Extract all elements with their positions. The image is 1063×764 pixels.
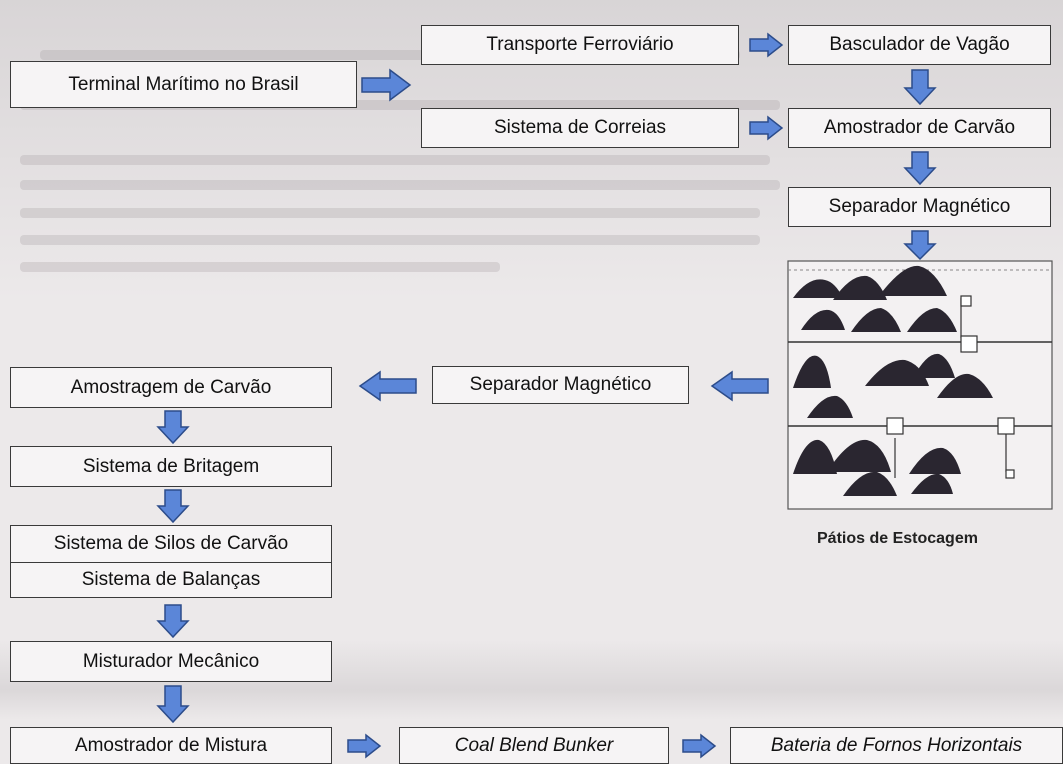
arrow-down-icon xyxy=(156,685,190,724)
stockyard-caption: Pátios de Estocagem xyxy=(817,530,978,547)
bleed-line xyxy=(20,262,500,272)
arrow-right-icon xyxy=(361,68,412,102)
bleed-line xyxy=(20,208,760,218)
rail-transport-box: Transporte Ferroviário xyxy=(421,25,739,65)
magnetic-separator-2-box: Separador Magnético xyxy=(432,366,689,404)
bleed-line xyxy=(40,50,740,60)
arrow-down-icon xyxy=(903,151,937,186)
coal-sampler-box: Amostrador de Carvão xyxy=(788,108,1051,148)
arrow-down-icon xyxy=(156,489,190,524)
magnetic-separator-1-box: Separador Magnético xyxy=(788,187,1051,227)
coal-silos-box: Sistema de Silos de Carvão xyxy=(10,525,332,563)
arrow-left-icon xyxy=(358,370,417,402)
arrow-down-icon xyxy=(156,410,190,445)
terminal-box: Terminal Marítimo no Brasil xyxy=(10,61,357,108)
arrow-down-icon xyxy=(156,604,190,639)
wagon-tipper-box: Basculador de Vagão xyxy=(788,25,1051,65)
crushing-system-box: Sistema de Britagem xyxy=(10,446,332,487)
arrow-down-icon xyxy=(903,230,937,261)
bleed-line xyxy=(20,180,780,190)
stockyard-illustration xyxy=(787,260,1053,510)
bleed-line xyxy=(20,100,780,110)
bleed-line xyxy=(20,155,770,165)
arrow-right-icon xyxy=(347,733,382,759)
conveyor-system-box: Sistema de Correias xyxy=(421,108,739,148)
mix-sampler-box: Amostrador de Mistura xyxy=(10,727,332,764)
coal-sampling-box: Amostragem de Carvão xyxy=(10,367,332,408)
arrow-right-icon xyxy=(749,115,784,141)
coal-blend-bunker-box: Coal Blend Bunker xyxy=(399,727,669,764)
arrow-down-icon xyxy=(903,69,937,106)
scales-system-box: Sistema de Balanças xyxy=(10,562,332,598)
bleed-line xyxy=(20,235,760,245)
mechanical-mixer-box: Misturador Mecânico xyxy=(10,641,332,682)
arrow-right-icon xyxy=(749,32,784,58)
arrow-right-icon xyxy=(682,733,717,759)
arrow-left-icon xyxy=(710,370,769,402)
coke-oven-battery-box: Bateria de Fornos Horizontais xyxy=(730,727,1063,764)
